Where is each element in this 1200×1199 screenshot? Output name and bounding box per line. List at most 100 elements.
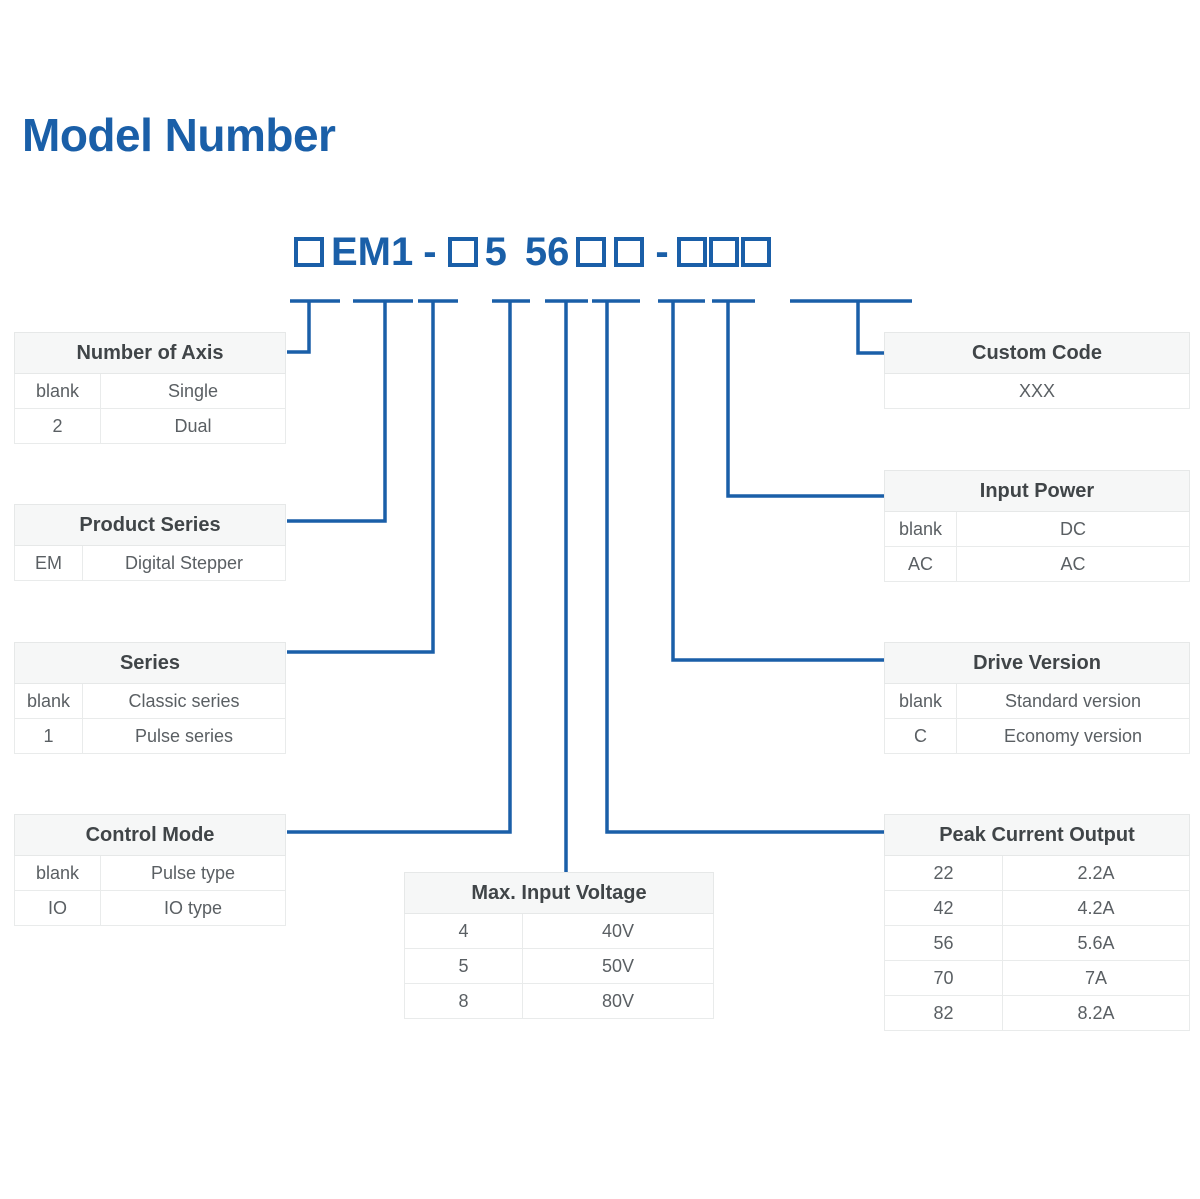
cell-code: blank — [884, 683, 957, 719]
table-row: EM Digital Stepper — [14, 545, 286, 581]
table-row: XXX — [884, 373, 1190, 409]
leader-peak-current-output — [605, 301, 884, 834]
table-header-row: Drive Version — [884, 642, 1190, 684]
model-token-text: 5 — [484, 229, 507, 274]
model-placeholder-box — [708, 237, 739, 267]
cell-desc: Classic series — [82, 683, 286, 719]
cell-desc: Economy version — [956, 718, 1190, 754]
cell-desc: 7A — [1002, 960, 1190, 996]
cell-code: blank — [884, 511, 957, 547]
cell-code: blank — [14, 855, 101, 891]
leader-product-series — [287, 301, 387, 523]
cell-code: 42 — [884, 890, 1003, 926]
cell-code: blank — [14, 683, 83, 719]
cell-code: IO — [14, 890, 101, 926]
leader-drive-version — [671, 301, 884, 662]
table-row: IO IO type — [14, 890, 286, 926]
model-placeholder-box — [447, 237, 478, 267]
leader-series — [287, 301, 435, 654]
cell-desc: 40V — [522, 913, 714, 949]
cell-desc: XXX — [884, 373, 1190, 409]
table-title: Drive Version — [884, 642, 1190, 684]
table-row: 22 2.2A — [884, 855, 1190, 891]
cell-code: 5 — [404, 948, 523, 984]
model-placeholder-box — [576, 237, 607, 267]
cell-desc: 2.2A — [1002, 855, 1190, 891]
table-header-row: Product Series — [14, 504, 286, 546]
table-series: Series blank Classic series 1 Pulse seri… — [14, 642, 286, 754]
cell-desc: AC — [956, 546, 1190, 582]
cell-desc: 50V — [522, 948, 714, 984]
model-token-text: EM1 — [331, 229, 414, 274]
cell-code: 70 — [884, 960, 1003, 996]
table-row: 82 8.2A — [884, 995, 1190, 1031]
cell-desc: 4.2A — [1002, 890, 1190, 926]
cell-code: EM — [14, 545, 83, 581]
table-header-row: Custom Code — [884, 332, 1190, 374]
table-custom-code: Custom Code XXX — [884, 332, 1190, 409]
cell-code: 4 — [404, 913, 523, 949]
table-title: Control Mode — [14, 814, 286, 856]
cell-code: 1 — [14, 718, 83, 754]
table-peak-current-output: Peak Current Output 22 2.2A 42 4.2A 56 5… — [884, 814, 1190, 1031]
table-row: AC AC — [884, 546, 1190, 582]
cell-desc: Pulse series — [82, 718, 286, 754]
cell-code: 82 — [884, 995, 1003, 1031]
cell-desc: Digital Stepper — [82, 545, 286, 581]
table-header-row: Number of Axis — [14, 332, 286, 374]
leader-control-mode — [287, 301, 512, 834]
cell-desc: DC — [956, 511, 1190, 547]
table-title: Series — [14, 642, 286, 684]
table-title: Peak Current Output — [884, 814, 1190, 856]
table-row: blank Pulse type — [14, 855, 286, 891]
table-product-series: Product Series EM Digital Stepper — [14, 504, 286, 581]
table-row: 56 5.6A — [884, 925, 1190, 961]
table-number-of-axis: Number of Axis blank Single 2 Dual — [14, 332, 286, 444]
cell-code: 22 — [884, 855, 1003, 891]
cell-code: blank — [14, 373, 101, 409]
cell-code: 2 — [14, 408, 101, 444]
cell-code: C — [884, 718, 957, 754]
cell-desc: 5.6A — [1002, 925, 1190, 961]
cell-desc: IO type — [100, 890, 286, 926]
cell-code: AC — [884, 546, 957, 582]
model-separator-dash: - — [423, 229, 437, 274]
table-row: C Economy version — [884, 718, 1190, 754]
page-title: Model Number — [22, 109, 336, 161]
table-row: 4 40V — [404, 913, 714, 949]
model-token-text: 56 — [524, 229, 570, 274]
cell-code: 8 — [404, 983, 523, 1019]
table-drive-version: Drive Version blank Standard version C E… — [884, 642, 1190, 754]
table-max-input-voltage: Max. Input Voltage 4 40V 5 50V 8 80V — [404, 872, 714, 1019]
cell-desc: 8.2A — [1002, 995, 1190, 1031]
model-placeholder-box — [740, 237, 771, 267]
leader-number-of-axis — [287, 301, 311, 354]
table-row: blank Classic series — [14, 683, 286, 719]
model-placeholder-box — [294, 237, 324, 267]
table-header-row: Input Power — [884, 470, 1190, 512]
table-row: 2 Dual — [14, 408, 286, 444]
table-row: blank Single — [14, 373, 286, 409]
model-separator-dash: - — [655, 229, 669, 274]
table-title: Custom Code — [884, 332, 1190, 374]
table-row: blank DC — [884, 511, 1190, 547]
model-token-spacer — [510, 226, 522, 278]
model-placeholder-box — [676, 237, 707, 267]
table-title: Number of Axis — [14, 332, 286, 374]
cell-desc: Pulse type — [100, 855, 286, 891]
leader-input-power — [726, 301, 884, 498]
table-row: blank Standard version — [884, 683, 1190, 719]
table-row: 8 80V — [404, 983, 714, 1019]
table-header-row: Max. Input Voltage — [404, 872, 714, 914]
cell-desc: Single — [100, 373, 286, 409]
table-control-mode: Control Mode blank Pulse type IO IO type — [14, 814, 286, 926]
table-title: Max. Input Voltage — [404, 872, 714, 914]
table-title: Product Series — [14, 504, 286, 546]
cell-desc: 80V — [522, 983, 714, 1019]
leader-custom-code — [856, 301, 884, 355]
table-title: Input Power — [884, 470, 1190, 512]
table-row: 1 Pulse series — [14, 718, 286, 754]
table-row: 42 4.2A — [884, 890, 1190, 926]
cell-desc: Dual — [100, 408, 286, 444]
